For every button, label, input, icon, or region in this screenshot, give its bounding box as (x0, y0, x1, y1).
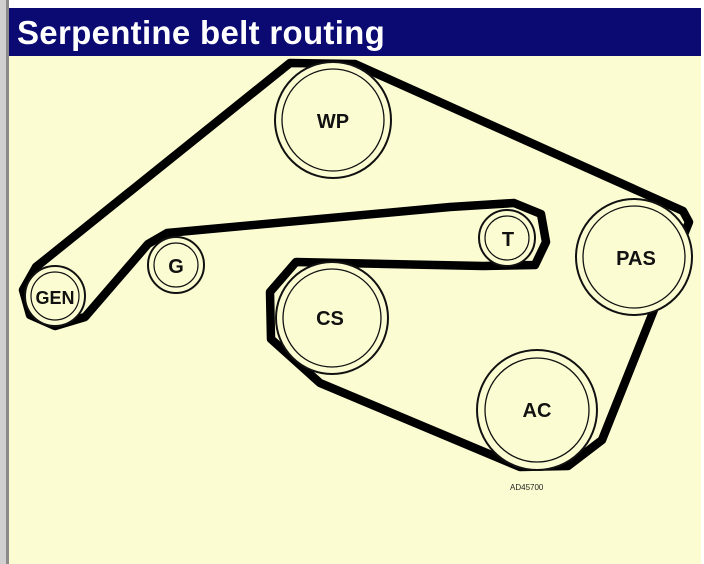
pulley-pas: PAS (575, 198, 693, 316)
pulley-t: T (478, 209, 536, 267)
pulley-gen: GEN (24, 265, 86, 327)
reference-code: AD45700 (510, 483, 544, 492)
pulley-label-pas: PAS (616, 248, 656, 270)
pulley-label-ac: AC (523, 400, 552, 422)
pulley-label-gen: GEN (35, 288, 74, 308)
pulley-label-wp: WP (317, 111, 349, 133)
pulley-cs: CS (275, 261, 389, 375)
title-bar: Serpentine belt routing (9, 8, 701, 56)
pulley-label-cs: CS (316, 308, 344, 330)
pulley-g: G (147, 236, 205, 294)
page-title: Serpentine belt routing (17, 13, 386, 51)
pulley-ac: AC (476, 349, 598, 471)
pulley-wp: WP (274, 61, 392, 179)
window-left-border (0, 0, 9, 564)
pulley-label-g: G (168, 256, 184, 278)
window-left-border-shadow (6, 0, 9, 564)
pulley-label-t: T (502, 229, 514, 251)
